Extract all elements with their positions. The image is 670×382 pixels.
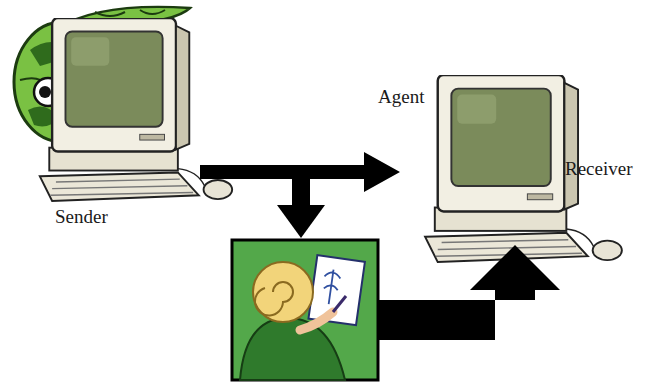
agent-paper xyxy=(308,255,364,325)
globe-cap-pattern xyxy=(95,10,165,16)
flow-arrow xyxy=(200,152,400,192)
sender-computer xyxy=(40,18,232,201)
arrow-shaft xyxy=(292,170,310,208)
node-label: Sender xyxy=(55,206,108,228)
agent-body xyxy=(240,318,345,380)
agent-arm xyxy=(300,312,333,330)
globe-pupil xyxy=(39,86,51,98)
receiver-node: AgentReceiver xyxy=(400,60,665,270)
picture-frame xyxy=(232,240,378,380)
paper-drawing xyxy=(321,268,342,305)
paper-sheet xyxy=(308,255,364,325)
node-label: Receiver xyxy=(565,158,633,180)
agent-hair xyxy=(253,262,313,322)
tap-arrow xyxy=(277,170,325,238)
elbow-arrow xyxy=(378,245,560,340)
arrow-head xyxy=(277,205,325,238)
node-label: Agent xyxy=(378,86,424,108)
return-arrow xyxy=(378,245,560,340)
agent-pen xyxy=(333,296,346,312)
sender-node: Sender xyxy=(10,0,200,235)
agent-picture xyxy=(232,240,378,380)
hair-bun xyxy=(255,282,293,315)
